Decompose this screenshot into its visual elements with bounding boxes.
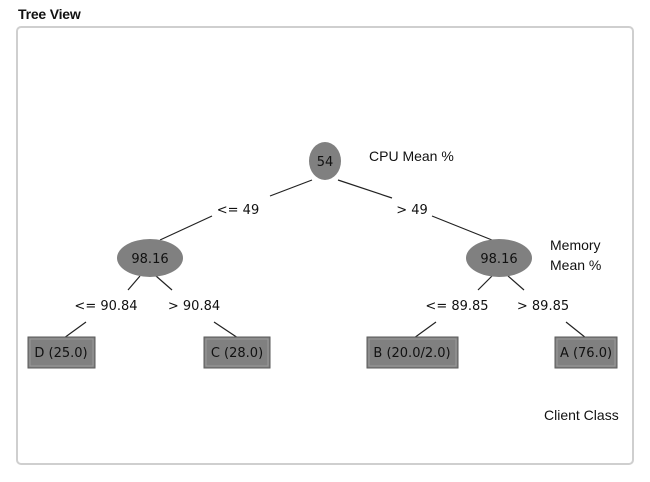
- edge-right-b-lower: [413, 321, 437, 339]
- edge-label-right-b: <= 89.85: [425, 299, 488, 314]
- leaf-a-label: A (76.0): [560, 346, 612, 361]
- node-memory-right-label: 98.16: [480, 252, 517, 267]
- edge-left-c-upper: [155, 275, 173, 291]
- node-memory-left[interactable]: 98.16: [117, 239, 183, 277]
- edge-left-c-lower: [213, 321, 239, 339]
- edge-right-a-upper: [507, 275, 525, 291]
- annotation-cpu-mean: CPU Mean %: [369, 148, 454, 164]
- leaf-d-label: D (25.0): [34, 346, 87, 361]
- panel-title: Tree View: [18, 6, 81, 22]
- leaf-c-label: C (28.0): [211, 346, 263, 361]
- node-root-label: 54: [317, 155, 334, 170]
- edge-root-right-lower: [431, 215, 493, 241]
- edge-left-d-lower: [63, 321, 87, 339]
- edge-root-left-upper: [269, 179, 313, 197]
- node-memory-left-label: 98.16: [131, 252, 168, 267]
- edge-right-b-upper: [477, 275, 493, 291]
- annotation-memory-line2: Mean %: [550, 257, 602, 273]
- edge-label-right-a: > 89.85: [517, 299, 569, 314]
- edge-label-root-right: > 49: [396, 203, 428, 218]
- leaf-c[interactable]: C (28.0): [203, 336, 271, 369]
- annotation-client-class: Client Class: [544, 407, 619, 423]
- edge-left-d-upper: [127, 275, 141, 291]
- edge-label-left-c: > 90.84: [168, 299, 220, 314]
- edge-label-root-left: <= 49: [217, 203, 259, 218]
- leaf-b[interactable]: B (20.0/2.0): [366, 336, 459, 369]
- node-root[interactable]: 54: [309, 142, 341, 180]
- tree-view-panel: [16, 26, 634, 465]
- leaf-b-label: B (20.0/2.0): [373, 346, 450, 361]
- edge-label-left-d: <= 90.84: [74, 299, 137, 314]
- leaf-a[interactable]: A (76.0): [554, 336, 618, 369]
- edge-root-right-upper: [337, 179, 393, 199]
- leaf-d[interactable]: D (25.0): [27, 336, 96, 369]
- node-memory-right[interactable]: 98.16: [466, 239, 532, 277]
- annotation-memory-mean: Memory Mean %: [550, 235, 601, 275]
- edge-right-a-lower: [565, 321, 587, 339]
- edge-root-left-lower: [159, 215, 213, 241]
- annotation-memory-line1: Memory: [550, 237, 601, 253]
